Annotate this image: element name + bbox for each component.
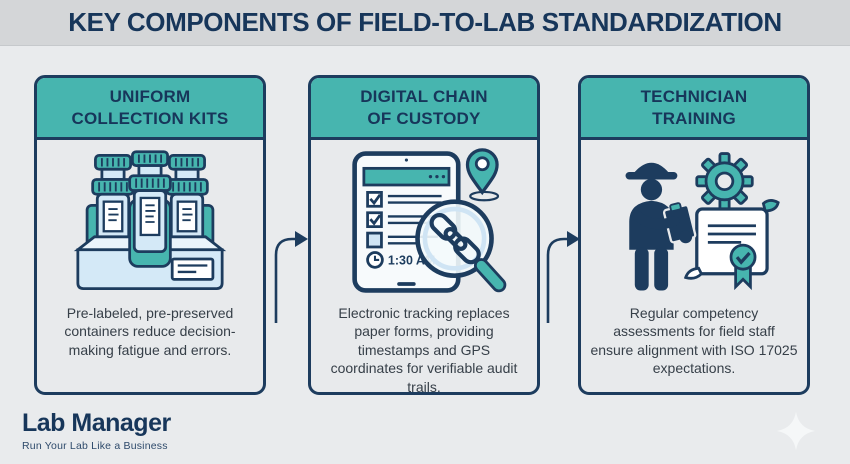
flow-arrow-2 bbox=[546, 231, 580, 323]
card-header: TECHNICIAN TRAINING bbox=[581, 78, 807, 140]
title-band: KEY COMPONENTS OF FIELD-TO-LAB STANDARDI… bbox=[0, 0, 850, 46]
card-title-line1: DIGITAL CHAIN bbox=[360, 87, 488, 107]
card-description-area: Pre-labeled, pre-preserved containers re… bbox=[37, 298, 263, 392]
card-uniform-collection-kits: UNIFORM COLLECTION KITS bbox=[34, 75, 266, 395]
technician-training-icon bbox=[625, 152, 780, 291]
lab-manager-logo: Lab Manager Run Your Lab Like a Business bbox=[22, 409, 171, 452]
tablet-chain-of-custody-icon: 1:30 AM bbox=[352, 148, 507, 293]
card-description-area: Electronic tracking replaces paper forms… bbox=[311, 298, 537, 395]
card-header: UNIFORM COLLECTION KITS bbox=[37, 78, 263, 140]
card-title-line2: TRAINING bbox=[652, 108, 736, 128]
card-description-area: Regular competency assessments for field… bbox=[581, 298, 807, 392]
logo-text: Lab Manager bbox=[22, 409, 171, 437]
card-title-line1: TECHNICIAN bbox=[640, 87, 748, 107]
card-title-line2: COLLECTION KITS bbox=[71, 108, 229, 128]
page-title: KEY COMPONENTS OF FIELD-TO-LAB STANDARDI… bbox=[68, 7, 782, 37]
logo-tagline: Run Your Lab Like a Business bbox=[22, 439, 168, 452]
card-icon-area bbox=[581, 140, 807, 298]
card-digital-chain-of-custody: DIGITAL CHAIN OF CUSTODY bbox=[308, 75, 540, 395]
card-description: Regular competency assessments for field… bbox=[590, 305, 798, 377]
flow-arrow-1 bbox=[274, 231, 308, 323]
sparkle-icon bbox=[776, 411, 816, 451]
card-icon-area bbox=[37, 140, 263, 298]
card-description: Pre-labeled, pre-preserved containers re… bbox=[64, 305, 236, 358]
card-header: DIGITAL CHAIN OF CUSTODY bbox=[311, 78, 537, 140]
card-description: Electronic tracking replaces paper forms… bbox=[330, 305, 518, 395]
card-title-line1: UNIFORM bbox=[109, 87, 191, 107]
card-icon-area: 1:30 AM bbox=[311, 140, 537, 298]
card-technician-training: TECHNICIAN TRAINING bbox=[578, 75, 810, 395]
card-title-line2: OF CUSTODY bbox=[367, 108, 481, 128]
sample-collection-kit-icon bbox=[73, 150, 227, 290]
